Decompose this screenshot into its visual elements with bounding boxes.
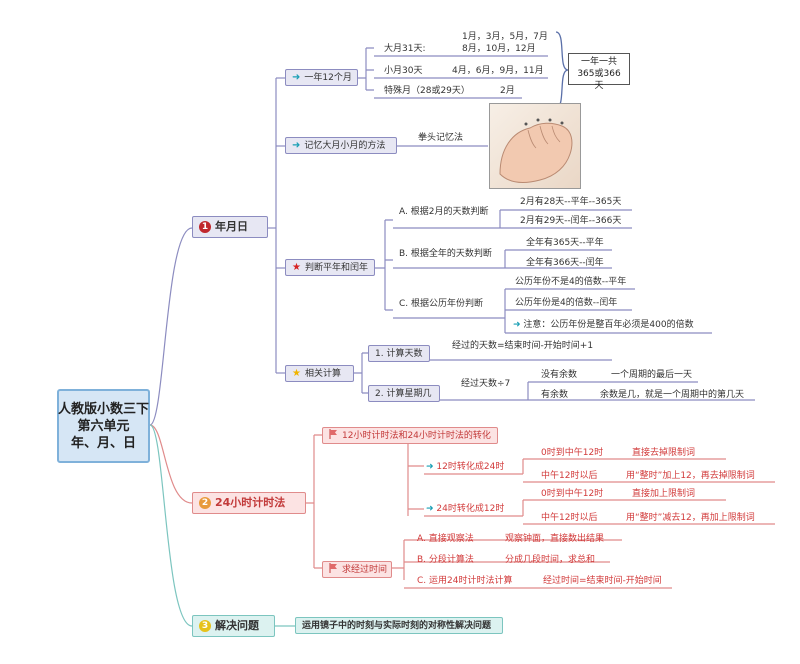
days-formula: 经过的天数=结束时间-开始时间+1 (452, 341, 594, 351)
judge-c1: 公历年份不是4的倍数--平年 (515, 277, 627, 287)
judge-c-title: C. 根据公历年份判断 (399, 299, 484, 309)
node-convert-label: 12小时计时法和24小时计时法的转化 (342, 430, 491, 441)
to12-r1-a: 0时到中午12时 (541, 489, 604, 499)
arrow-right-icon: ➜ (292, 71, 301, 83)
arrow-right-icon: ➜ (426, 504, 434, 514)
node-calc-weekday[interactable]: 2. 计算星期几 (368, 385, 440, 402)
to12-title: ➜ 24时转化成12时 (426, 503, 504, 515)
judge-a1: 2月有28天--平年--365天 (520, 197, 622, 207)
node-related-calc[interactable]: ★ 相关计算 (285, 365, 354, 382)
to24-title: ➜ 12时转化成24时 (426, 461, 504, 473)
to12-r2-a: 中午12时以后 (541, 513, 598, 523)
fist-image (489, 103, 581, 189)
year-total-line1: 一年一共 (580, 57, 617, 67)
big-month-label: 大月31天: (384, 44, 426, 54)
elapsed-b-desc: 分成几段时间，求总和 (505, 555, 596, 565)
to24-r1-a: 0时到中午12时 (541, 448, 604, 458)
star-icon: ★ (292, 261, 301, 273)
special-month-label: 特殊月（28或29天） (384, 86, 470, 96)
to12-r1-b: 直接加上限制词 (632, 489, 696, 499)
node-leap-year-judge[interactable]: ★ 判断平年和闰年 (285, 259, 375, 276)
to24-title-text: 12时转化成24时 (436, 462, 505, 472)
node-twelve-months[interactable]: ➜ 一年12个月 (285, 69, 358, 86)
no-remainder-result: 一个周期的最后一天 (611, 370, 693, 380)
node-twelve-months-label: 一年12个月 (304, 72, 352, 83)
arrow-right-icon: ➜ (292, 139, 301, 151)
node-mirror-method[interactable]: 运用镜子中的时刻与实际时刻的对称性解决问题 (295, 617, 503, 634)
arrow-right-icon: ➜ (513, 320, 521, 330)
node-convert[interactable]: 12小时计时法和24小时计时法的转化 (322, 427, 498, 444)
judge-b2: 全年有366天--闰年 (526, 258, 604, 268)
number-badge-3: 3 (199, 620, 211, 632)
has-remainder-result: 余数是几，就是一个周期中的第几天 (600, 390, 745, 400)
special-month-value: 2月 (500, 86, 515, 96)
week-formula: 经过天数÷7 (461, 379, 511, 389)
branch-24-hour[interactable]: 2 24小时计时法 (192, 492, 306, 514)
node-leap-year-judge-label: 判断平年和闰年 (304, 262, 368, 273)
judge-b1: 全年有365天--平年 (526, 238, 604, 248)
elapsed-c-desc: 经过时间=结束时间-开始时间 (543, 576, 662, 586)
to12-title-text: 24时转化成12时 (436, 504, 505, 514)
branch-year-month-day[interactable]: 1 年月日 (192, 216, 268, 238)
to24-r2-b: 用“整时”加上12，再去掉限制词 (626, 471, 755, 481)
node-calc-days-label: 1. 计算天数 (375, 348, 423, 359)
big-month-line2: 8月，10月，12月 (462, 44, 536, 54)
root-to-b1-line (149, 227, 193, 426)
node-elapsed-time[interactable]: 求经过时间 (322, 561, 392, 578)
flag-icon (329, 429, 338, 442)
branch-solve-problems-label: 解决问题 (215, 619, 259, 632)
elapsed-a-desc: 观察钟面，直接数出结果 (505, 534, 605, 544)
elapsed-c: C. 运用24时计时法计算 (417, 576, 513, 586)
branch-solve-problems[interactable]: 3 解决问题 (192, 615, 275, 637)
root-to-b3-line (149, 424, 193, 627)
to24-r1-b: 直接去掉限制词 (632, 448, 696, 458)
root-title-line1: 人教版小数三下 (58, 401, 150, 417)
arrow-right-icon: ➜ (426, 462, 434, 472)
node-calc-days[interactable]: 1. 计算天数 (368, 345, 430, 362)
judge-c3-text: 注意：公历年份是整百年必须是400的倍数 (523, 320, 694, 330)
root-title-line3: 年、月、日 (70, 435, 136, 451)
root-node[interactable]: 人教版小数三下 第六单元 年、月、日 (57, 389, 150, 463)
to24-r2-a: 中午12时以后 (541, 471, 598, 481)
judge-b-title: B. 根据全年的天数判断 (399, 249, 492, 259)
flag-icon (329, 563, 338, 576)
small-month-label: 小月30天 (384, 66, 423, 76)
big-month-line1: 1月，3月，5月，7月 (462, 32, 548, 42)
year-total-line2: 365或366天 (577, 69, 621, 91)
year-total-note: 一年一共 365或366天 (568, 53, 630, 91)
fist-method-text: 拳头记忆法 (418, 133, 464, 143)
judge-c2: 公历年份是4的倍数--闰年 (515, 298, 618, 308)
to12-r2-b: 用“整时”减去12，再加上限制词 (626, 513, 755, 523)
root-to-b2-line (149, 424, 193, 504)
fist-illustration (499, 118, 573, 183)
node-elapsed-time-label: 求经过时间 (342, 564, 388, 575)
node-calc-weekday-label: 2. 计算星期几 (375, 388, 432, 399)
elapsed-b: B. 分段计算法 (417, 555, 474, 565)
branch-24-hour-label: 24小时计时法 (215, 496, 286, 509)
branch-year-month-day-label: 年月日 (215, 220, 248, 233)
number-badge-2: 2 (199, 497, 211, 509)
node-mirror-method-label: 运用镜子中的时刻与实际时刻的对称性解决问题 (302, 620, 492, 631)
has-remainder-label: 有余数 (541, 390, 569, 400)
number-badge-1: 1 (199, 221, 211, 233)
judge-c3: ➜ 注意：公历年份是整百年必须是400的倍数 (513, 319, 694, 331)
no-remainder-label: 没有余数 (541, 370, 578, 380)
judge-a-title: A. 根据2月的天数判断 (399, 207, 489, 217)
node-memory-method-label: 记忆大月小月的方法 (304, 140, 386, 151)
brace-shape (555, 31, 569, 109)
star-icon: ★ (292, 367, 301, 379)
elapsed-a: A. 直接观察法 (417, 534, 474, 544)
root-title-line2: 第六单元 (77, 418, 130, 434)
node-related-calc-label: 相关计算 (304, 368, 341, 379)
small-month-value: 4月，6月，9月，11月 (452, 66, 544, 76)
judge-a2: 2月有29天--闰年--366天 (520, 216, 622, 226)
node-memory-method[interactable]: ➜ 记忆大月小月的方法 (285, 137, 397, 154)
